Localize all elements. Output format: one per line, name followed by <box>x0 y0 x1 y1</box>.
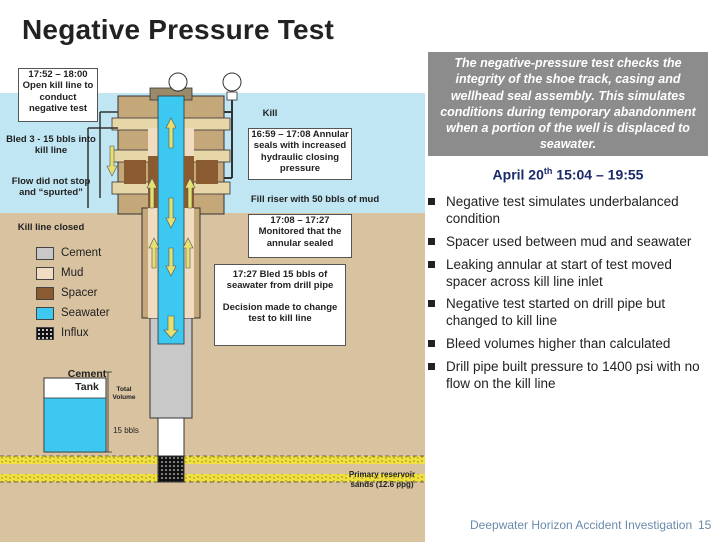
bullet-icon <box>428 340 435 348</box>
label-total-volume: Total Volume <box>112 386 136 401</box>
legend-swatch <box>36 247 54 260</box>
note-kill-line-closed: Kill line closed <box>17 222 85 233</box>
legend-swatch <box>36 267 54 280</box>
sand-band-upper <box>0 456 425 464</box>
well-schematic <box>0 48 425 542</box>
bullet-icon <box>428 198 435 205</box>
legend-mud: Mud <box>36 266 176 282</box>
list-item: Drill pipe built pressure to 1400 psi wi… <box>424 359 714 393</box>
label-kill: Kill <box>262 108 278 119</box>
list-item: Spacer used between mud and seawater <box>424 234 714 251</box>
schedule-date: April 20th 15:04 – 19:55 <box>428 166 708 183</box>
influx-zone <box>157 455 185 483</box>
legend-spacer: Spacer <box>36 286 176 302</box>
date-suffix: 15:04 – 19:55 <box>552 166 644 183</box>
list-item: Negative test simulates underbalanced co… <box>424 194 714 228</box>
bullet-icon <box>428 237 435 245</box>
callout-decision-text: Decision made to change test to kill lin… <box>222 301 338 325</box>
callout-bled-seawater-text: 17:27 Bled 15 bbls of seawater from dril… <box>226 269 334 292</box>
callout-monitored-annular: 17:08 – 17:27 Monitored that the annular… <box>248 214 352 258</box>
label-reservoir-sands: Primary reservoir sands (12.6 ppg) <box>348 470 416 489</box>
page-number: 15 <box>698 518 712 532</box>
legend-swatch <box>36 287 54 300</box>
legend-swatch <box>36 307 54 320</box>
legend-swatch <box>36 327 54 340</box>
label-tank-volume: 15 bbls <box>113 426 139 435</box>
callout-annular-seals: 16:59 – 17:08 Annular seals with increas… <box>248 128 352 180</box>
callout-bled-seawater: 17:27 Bled 15 bbls of seawater from dril… <box>214 264 346 346</box>
legend-seawater: Seawater <box>36 306 176 322</box>
date-prefix: April 20 <box>492 166 544 183</box>
bullet-list: Negative test simulates underbalanced co… <box>424 194 714 399</box>
legend-influx: Influx <box>36 326 176 342</box>
list-item: Bleed volumes higher than calculated <box>424 336 714 353</box>
date-sup: th <box>543 166 553 176</box>
label-cement-tank: Cement Tank <box>67 368 107 393</box>
bullet-icon <box>428 363 435 370</box>
note-bled-kill-line: Bled 3 - 15 bbls into kill line <box>6 134 96 157</box>
sand-band-lower <box>0 474 425 482</box>
callout-open-kill-line: 17:52 – 18:00 Open kill line to conduct … <box>18 68 98 122</box>
note-flow-spurted: Flow did not stop and “spurted” <box>11 176 91 199</box>
legend-cement: Cement <box>36 246 176 262</box>
list-item: Negative test started on drill pipe but … <box>424 296 714 330</box>
list-item: Leaking annular at start of test moved s… <box>424 257 714 291</box>
bullet-icon <box>428 300 435 308</box>
summary-panel: The negative-pressure test checks the in… <box>428 52 708 156</box>
footer-text: Deepwater Horizon Accident Investigation <box>470 518 693 532</box>
note-fill-riser: Fill riser with 50 bbls of mud <box>250 194 380 205</box>
bullet-icon <box>428 260 435 268</box>
page-title: Negative Pressure Test <box>22 14 335 45</box>
well-diagram: 17:52 – 18:00 Open kill line to conduct … <box>0 48 425 542</box>
